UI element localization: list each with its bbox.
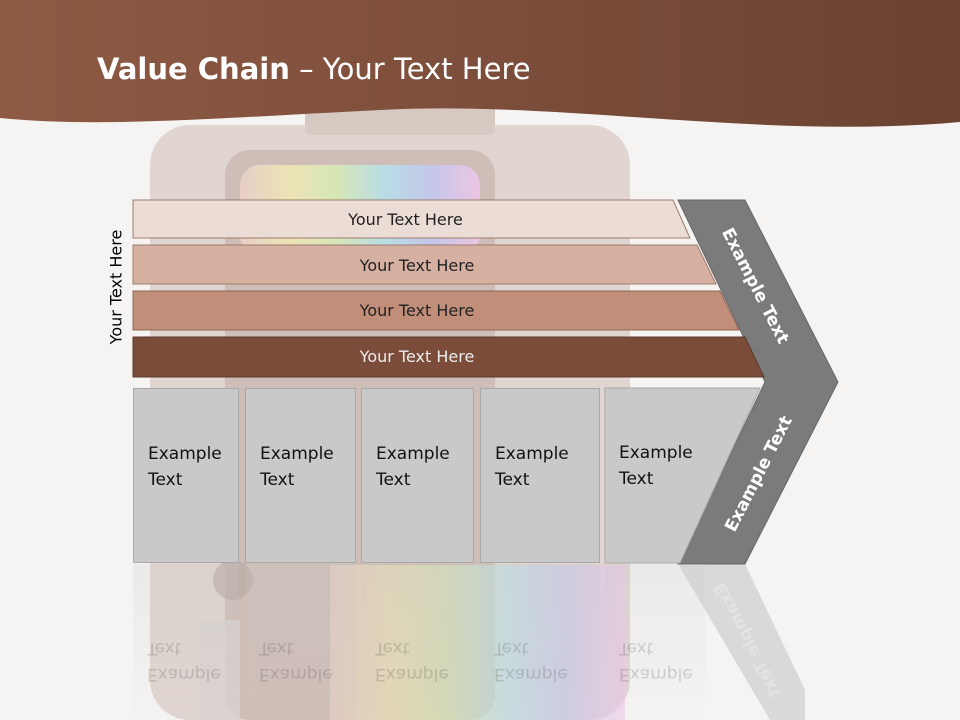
layer-4-label: Your Text Here: [359, 346, 475, 366]
layer-1-label: Your Text Here: [348, 209, 463, 229]
box-1-reflection-line2: Text: [147, 638, 182, 658]
box-5-reflection-line2: Text: [619, 638, 654, 658]
box-3-reflection-line1: Example: [375, 664, 449, 684]
box-5-line1: Example: [619, 443, 693, 463]
layer-1: Your Text Here: [133, 200, 678, 238]
box-4-line1: Example: [495, 444, 569, 464]
box-5-line2: Text: [619, 469, 654, 489]
box-5-reflection: Example Text: [605, 564, 705, 720]
box-2-reflection-line2: Text: [259, 638, 294, 658]
header-banner: [0, 0, 960, 127]
layer-4: Your Text Here: [133, 337, 701, 375]
layer-1-shape: [132, 199, 691, 239]
box-1-line2: Text: [148, 470, 183, 490]
box-5-reflection-line1: Example: [619, 664, 693, 684]
layer-3-shape: [132, 290, 740, 331]
box-5-shape: [604, 387, 761, 564]
box-3-line1: Example: [376, 444, 450, 464]
box-2-line1: Example: [260, 444, 334, 464]
layer-4-shape: [132, 336, 765, 378]
layer-2-label: Your Text Here: [359, 255, 475, 275]
box-4-reflection: Example Text: [480, 564, 600, 720]
box-4-reflection-line2: Text: [494, 638, 529, 658]
box-3-line2: Text: [376, 470, 411, 490]
title-bold: Value Chain: [97, 52, 290, 86]
box-4-line2: Text: [495, 470, 530, 490]
page-title: Value Chain – Your Text Here: [97, 52, 531, 86]
box-1-reflection-line1: Example: [147, 664, 221, 684]
layer-3-label: Your Text Here: [359, 300, 475, 320]
box-1-line1: Example: [148, 444, 222, 464]
box-2-reflection-line1: Example: [259, 664, 333, 684]
box-3-reflection: Example Text: [361, 564, 474, 720]
box-3-reflection-line2: Text: [375, 638, 410, 658]
layer-2-shape: [132, 244, 717, 285]
layer-3: Your Text Here: [133, 291, 701, 329]
title-rest: – Your Text Here: [289, 52, 531, 86]
chevron-shape: [677, 199, 839, 565]
layer-2: Your Text Here: [133, 246, 701, 284]
box-4-reflection-line1: Example: [494, 664, 568, 684]
box-2-line2: Text: [260, 470, 295, 490]
chevron-reflection: [678, 564, 805, 720]
box-2-reflection: Example Text: [245, 564, 356, 720]
box-1-reflection: Example Text: [133, 564, 239, 720]
